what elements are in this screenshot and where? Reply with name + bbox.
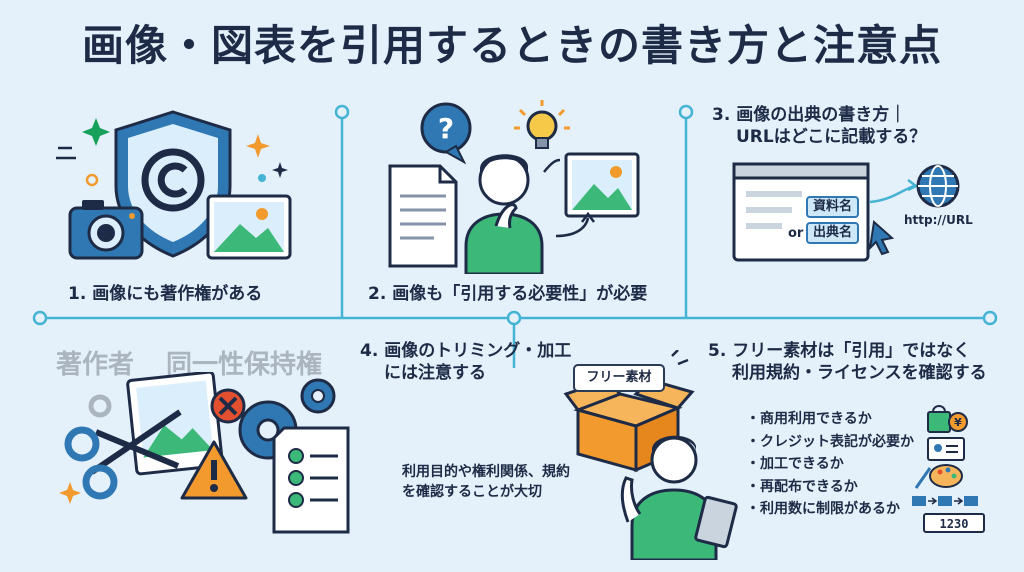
svg-text:?: ?	[438, 112, 454, 145]
shopping-bag-icon: ¥	[927, 405, 968, 433]
sparkle-icon	[56, 118, 288, 187]
question-bubble-icon: ?	[420, 102, 472, 165]
prohibited-icon	[210, 388, 246, 424]
section2-caption: 2. 画像も「引用する必要性」が必要	[368, 284, 648, 304]
source-material-tag: 資料名	[806, 196, 860, 219]
checklist-icons: ¥ 1230	[912, 405, 985, 533]
globe-icon	[916, 164, 960, 208]
section1-illustration	[56, 110, 292, 260]
url-label: http://URL	[904, 213, 973, 227]
checklist-item: ・加工できるか	[746, 456, 844, 472]
counter-icon: 1230	[923, 513, 985, 533]
id-card-icon	[927, 437, 965, 461]
warning-icon	[180, 440, 248, 500]
palette-icon	[914, 464, 963, 489]
svg-text:1230: 1230	[940, 517, 969, 531]
section5-heading: 5. フリー素材は「引用」ではなく 利用規約・ライセンスを確認する	[708, 341, 987, 384]
image-icon	[206, 194, 292, 260]
scissors-icon	[64, 409, 182, 500]
cursor-icon	[868, 220, 895, 256]
author-ghost-text: 著作者	[56, 350, 135, 380]
section4-heading: 4. 画像のトリミング・加工 には注意する	[360, 341, 572, 384]
checklist-item: ・再配布できるか	[746, 478, 858, 495]
checklist-icon	[272, 426, 350, 534]
section4-note: 利用目的や権利関係、規約 を確認することが大切	[402, 464, 570, 501]
source-name-tag: 出典名	[806, 222, 860, 245]
section3-heading: 3. 画像の出典の書き方｜ URLはどこに記載する？	[712, 105, 927, 148]
copyright-shield-icon	[114, 110, 232, 258]
document-icon	[388, 164, 458, 268]
lightbulb-icon	[514, 100, 570, 149]
checklist-item: ・利用数に制限があるか	[746, 501, 900, 517]
section2-illustration: ?	[388, 100, 640, 274]
person-with-tablet-icon	[620, 435, 738, 560]
license-checklist: ・商用利用できるか ・クレジット表記が必要か ・加工できるか ・再配布できるか …	[746, 408, 914, 521]
section4-illustration	[59, 372, 350, 534]
image-icon	[543, 152, 640, 238]
checklist-item: ・商用利用できるか	[746, 411, 872, 427]
free-material-box-label: フリー素材	[573, 364, 665, 392]
svg-text:¥: ¥	[954, 416, 962, 429]
sparkle-icon	[59, 482, 81, 504]
folder-transfer-icon	[912, 496, 978, 506]
checklist-item: ・クレジット表記が必要か	[746, 433, 914, 450]
section1-caption: 1. 画像にも著作権がある	[68, 284, 263, 304]
page-title: 画像・図表を引用するときの書き方と注意点	[81, 21, 942, 70]
camera-icon	[68, 200, 144, 260]
section5-illustration	[563, 350, 738, 560]
or-label: or	[788, 226, 804, 241]
sparkle-icon	[671, 350, 689, 366]
section3-illustration	[732, 162, 960, 262]
thinking-person-icon	[464, 154, 544, 274]
